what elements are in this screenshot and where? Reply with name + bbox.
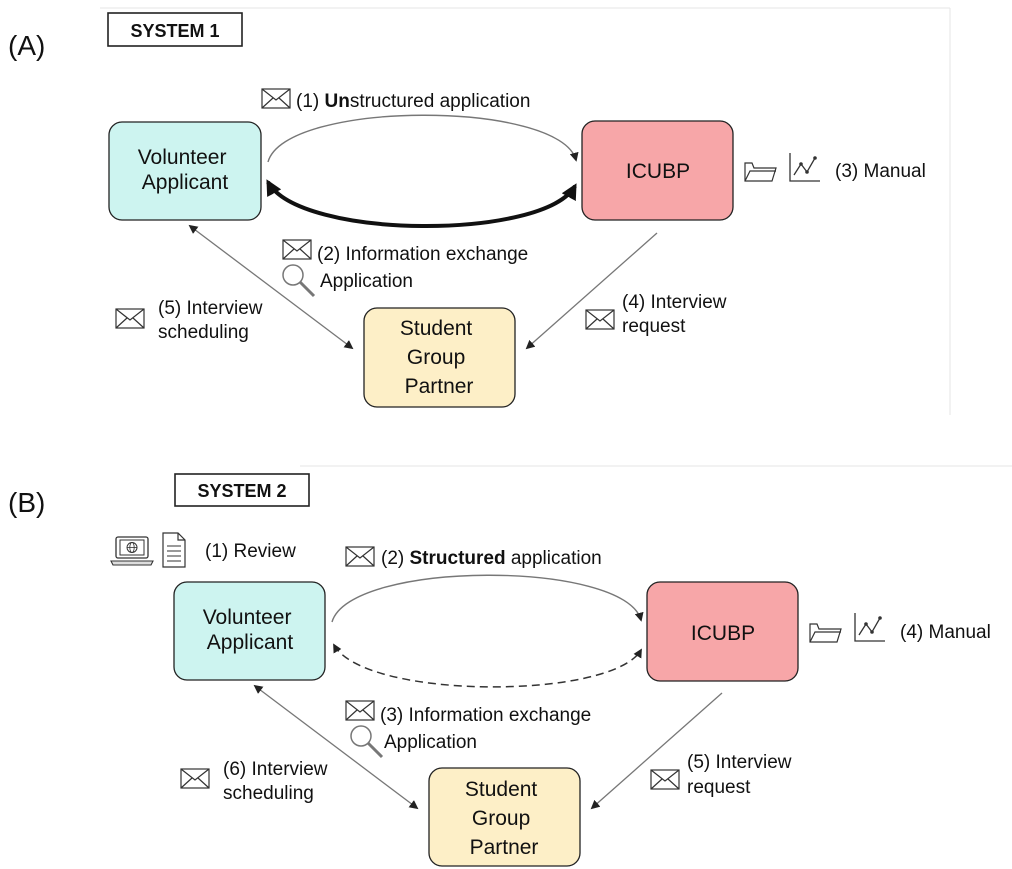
volunteer-applicant-node [173,581,326,681]
step-2-information-exchange: (2) Information exchange [317,244,528,265]
volunteer-applicant-label: Volunteer Applicant [203,606,298,654]
icubp-node [646,581,799,682]
step-1-review: (1) Review [205,541,296,562]
envelope-icon [650,769,680,790]
system-1-label: SYSTEM 1 [130,21,219,41]
line-chart-icon [854,613,885,642]
panel-b: (B) SYSTEM 2 (1) Review Volunteer Applic… [8,465,1012,867]
step-3-manual: (3) Manual [835,161,926,182]
student-group-partner-node [428,767,581,867]
envelope-icon [180,768,210,789]
system-2-label-box [174,473,310,507]
step-4-interview-request: (4) Interview request [622,292,732,337]
panel-b-label: (B) [8,487,45,518]
arrow-interview-request [590,692,723,810]
step-3-application: Application [384,732,477,753]
step-4-manual: (4) Manual [900,622,991,643]
document-icon [162,532,186,568]
step-3-information-exchange: (3) Information exchange [380,705,591,726]
system-2-label: SYSTEM 2 [197,481,286,501]
laptop-globe-icon [110,536,154,566]
arrow-interview-scheduling [253,684,419,810]
icubp-node [581,120,734,221]
folder-icon [809,623,842,643]
arrow-information-exchange-dashed [333,643,642,688]
step-5-interview-request: (5) Interview request [687,752,797,798]
icubp-label: ICUBP [691,622,755,645]
icubp-label: ICUBP [626,160,690,183]
student-group-partner-label: Student Group Partner [465,778,543,859]
magnifier-icon [350,725,384,759]
step-1-unstructured-application: (1) Unstructured application [296,91,530,112]
arrow-interview-scheduling [188,224,354,350]
arrow-interview-request [525,232,658,350]
panel-a: (A) SYSTEM 1 Volunteer Applicant ICUBP S… [8,7,951,415]
system-1-label-box [107,12,243,47]
folder-icon [744,162,777,182]
volunteer-applicant-node [108,121,262,221]
envelope-icon [345,546,375,567]
step-6-interview-scheduling: (6) Interview scheduling [223,759,333,804]
envelope-icon [345,700,375,721]
student-group-partner-label: Student Group Partner [400,317,478,398]
envelope-icon [585,309,615,330]
magnifier-icon [282,264,316,298]
envelope-icon [261,88,291,109]
envelope-icon [115,308,145,329]
arrow-unstructured-application [267,114,579,163]
envelope-icon [282,239,312,260]
step-2-application: Application [320,271,413,292]
step-5-interview-scheduling: (5) Interview scheduling [158,298,268,343]
step-2-structured-application: (2) Structured application [381,548,602,569]
arrow-structured-application [331,574,644,623]
arrow-information-exchange [266,179,577,228]
volunteer-applicant-label: Volunteer Applicant [138,146,233,194]
panel-a-label: (A) [8,30,45,61]
student-group-partner-node [363,307,516,408]
line-chart-icon [789,153,820,182]
